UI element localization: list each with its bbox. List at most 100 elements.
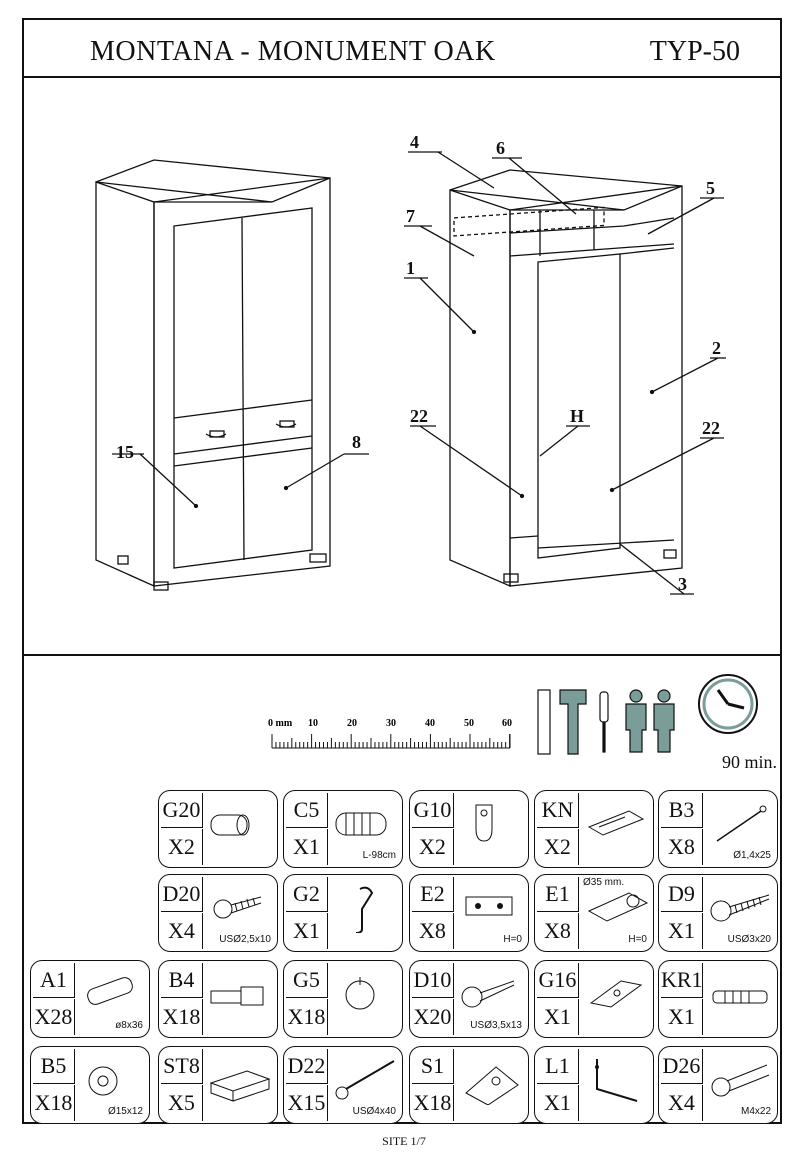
hardware-qty: X2: [412, 829, 454, 865]
hardware-spec-top: Ø35 mm.: [583, 877, 625, 888]
hardware-qty: X1: [286, 913, 328, 949]
b4-part-icon: [210, 986, 264, 1006]
s1-part-icon: [465, 1066, 519, 1105]
hardware-code: C5: [286, 793, 328, 828]
label-5: 5: [706, 178, 715, 198]
hardware-spec: ø8x36: [115, 1020, 143, 1031]
a1-part-icon: [87, 977, 133, 1005]
d20-part-icon: [213, 896, 262, 919]
hardware-qty: X5: [161, 1085, 203, 1121]
hardware-code: D20: [161, 877, 203, 912]
g16-part-icon: [589, 980, 643, 1008]
hardware-spec: USØ3,5x13: [470, 1020, 522, 1031]
kn-part-icon: [587, 810, 645, 836]
hardware-code: S1: [412, 1049, 454, 1084]
hardware-qty: X18: [161, 999, 203, 1035]
tools-icons: [537, 689, 675, 755]
hardware-code: KN: [537, 793, 579, 828]
hardware-qty: X8: [661, 829, 703, 865]
g20-part-icon: [210, 814, 250, 836]
label-22-right: 22: [702, 418, 720, 438]
hardware-code: KR1: [661, 963, 703, 998]
g2-part-icon: [355, 886, 374, 933]
clock-icon: [698, 674, 758, 734]
label-8: 8: [352, 432, 361, 452]
ruler-60: 60: [502, 718, 512, 729]
ruler-10: 10: [308, 718, 318, 729]
assembled-wardrobe-drawing: [95, 159, 369, 591]
hardware-qty: X8: [537, 913, 579, 949]
hammer-icon: [559, 689, 587, 755]
hardware-code: G2: [286, 877, 328, 912]
b5-part-icon: [88, 1066, 118, 1096]
header: MONTANA - MONUMENT OAK TYP-50: [24, 20, 780, 78]
hardware-qty: X8: [412, 913, 454, 949]
hardware-qty: X2: [537, 829, 579, 865]
hardware-code: L1: [537, 1049, 579, 1084]
b3-part-icon: [716, 805, 767, 842]
l1-part-icon: [595, 1059, 638, 1102]
hardware-spec: M4x22: [740, 1106, 771, 1117]
d26-part-icon: [711, 1064, 770, 1097]
hardware-qty: X18: [33, 1085, 75, 1121]
person-icon-2: [657, 689, 671, 703]
hardware-qty: X1: [661, 999, 703, 1035]
c5-part-icon: [335, 812, 387, 836]
hardware-spec: L-98cm: [362, 850, 396, 861]
g10-part-icon: [475, 804, 493, 842]
carpenter-ruler-icon: [537, 689, 551, 755]
kr1-part-icon: [712, 990, 768, 1004]
hardware-code: ST8: [161, 1049, 203, 1084]
assembly-time: 90 min.: [722, 752, 778, 772]
ruler-50: 50: [464, 718, 474, 729]
ruler-40: 40: [425, 718, 435, 729]
hardware-code: E2: [412, 877, 454, 912]
label-6: 6: [496, 138, 505, 158]
g5-part-icon: [345, 977, 375, 1010]
hardware-code: D9: [661, 877, 703, 912]
ruler-30: 30: [386, 718, 396, 729]
hardware-qty: X4: [161, 913, 203, 949]
label-15: 15: [116, 442, 134, 462]
hardware-code: D22: [286, 1049, 328, 1084]
hardware-qty: X18: [286, 999, 328, 1035]
type-code: TYP-50: [649, 36, 740, 67]
hardware-qty: X1: [286, 829, 328, 865]
hardware-qty: X4: [661, 1085, 703, 1121]
hardware-code: G16: [537, 963, 579, 998]
hardware-qty: X28: [33, 999, 75, 1035]
hardware-qty: X2: [161, 829, 203, 865]
hardware-code: B4: [161, 963, 203, 998]
hardware-qty: X15: [286, 1085, 328, 1121]
hardware-spec: H=0: [628, 934, 647, 945]
label-22-left: 22: [410, 406, 428, 426]
hardware-code: A1: [33, 963, 75, 998]
hardware-qty: X1: [537, 999, 579, 1035]
hardware-spec: Ø1,4x25: [733, 850, 771, 861]
page-number: SITE 1/7: [382, 1134, 426, 1148]
d9-part-icon: [710, 894, 770, 922]
hardware-code: G20: [161, 793, 203, 828]
hardware-qty: X1: [661, 913, 703, 949]
d10-part-icon: [461, 980, 515, 1008]
hardware-spec: USØ4x40: [352, 1106, 396, 1117]
hardware-spec: USØ2,5x10: [219, 934, 271, 945]
d22-part-icon: [335, 1060, 395, 1100]
screwdriver-icon: [599, 691, 609, 723]
hardware-code: B3: [661, 793, 703, 828]
hardware-panel: 0 mm 10 20 30 40 50 60: [24, 656, 780, 1126]
